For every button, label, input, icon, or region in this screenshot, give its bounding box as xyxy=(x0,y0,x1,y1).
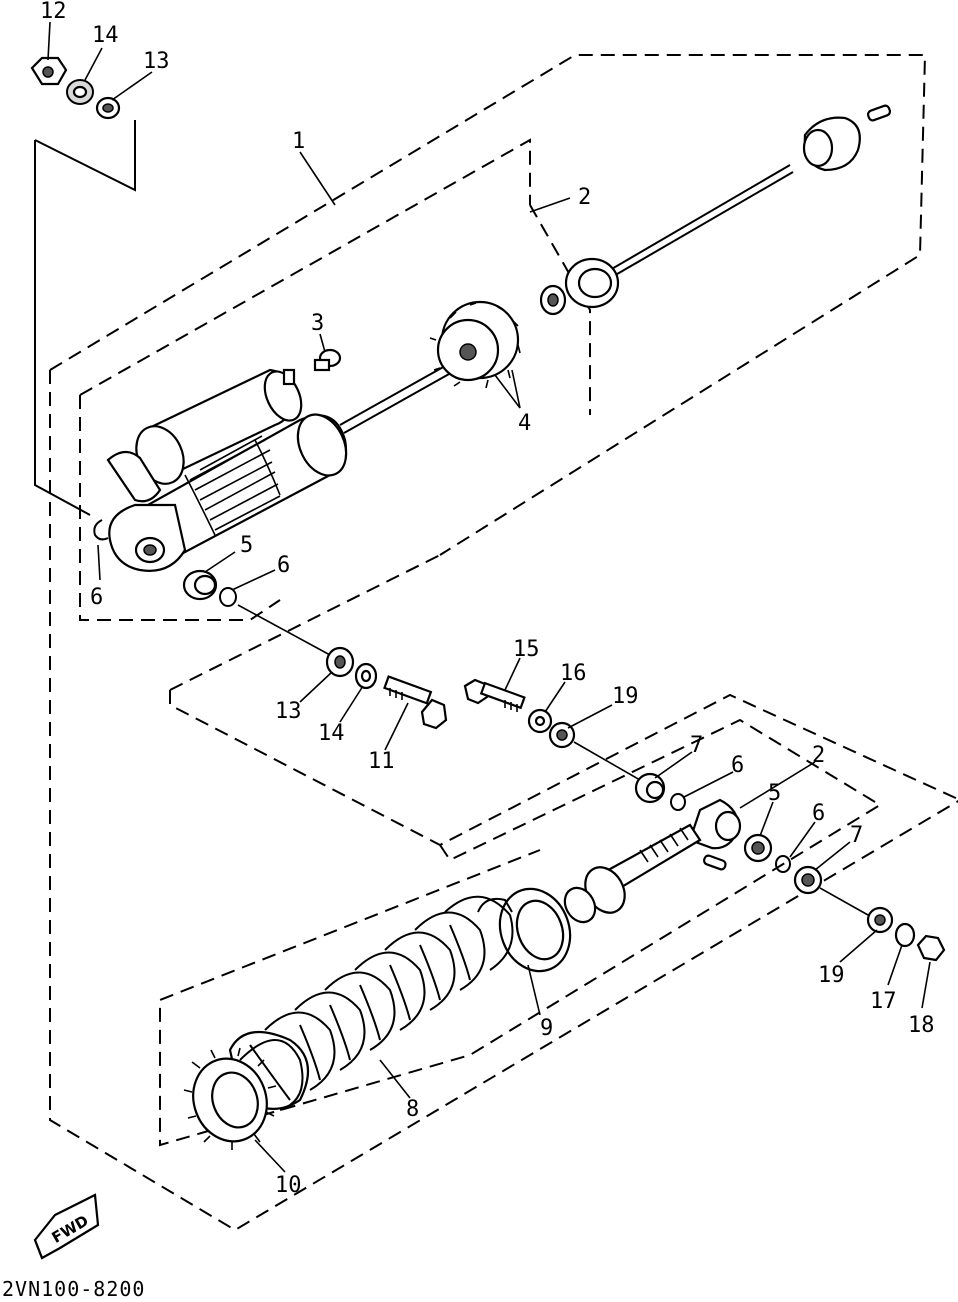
callout-3: 3 xyxy=(311,311,324,336)
callout-14: 14 xyxy=(92,23,119,48)
washer-16 xyxy=(527,708,553,734)
axis-line-right xyxy=(819,887,869,916)
callout-6: 6 xyxy=(277,553,290,578)
spring-adjusting-nuts-4 xyxy=(429,300,521,389)
callout-9: 9 xyxy=(540,1016,553,1041)
callout-19: 19 xyxy=(612,684,639,709)
callout-13: 13 xyxy=(275,699,302,724)
callout-16: 16 xyxy=(560,661,587,686)
reservoir-hose xyxy=(106,450,162,503)
bushing-5-upper xyxy=(182,569,218,601)
bolt-11 xyxy=(383,675,448,730)
circlip-6-lower-right xyxy=(775,855,791,873)
callout-7: 7 xyxy=(850,823,863,848)
callout-2: 2 xyxy=(578,185,591,210)
callout-12: 12 xyxy=(40,0,67,24)
nut-12 xyxy=(30,56,68,86)
callout-6: 6 xyxy=(731,753,744,778)
leader-lines xyxy=(47,21,931,1173)
callout-labels: 12 14 13 1 2 3 4 5 6 6 15 16 19 13 14 11… xyxy=(40,0,935,1198)
callout-11: 11 xyxy=(368,749,395,774)
callout-13: 13 xyxy=(143,49,170,74)
callout-18: 18 xyxy=(908,1013,935,1038)
callout-5: 5 xyxy=(240,533,253,558)
lower-eye xyxy=(688,798,742,850)
nut-19-lower xyxy=(866,906,894,934)
callout-4: 4 xyxy=(518,411,531,436)
assembly-outline-1 xyxy=(49,54,958,1232)
callout-2: 2 xyxy=(812,743,825,768)
bushing-7-left xyxy=(634,772,666,804)
bushing-7-right xyxy=(793,865,823,895)
circlip-6-lower-left xyxy=(670,793,686,811)
spring-seat-9 xyxy=(477,887,572,973)
callout-14: 14 xyxy=(318,721,345,746)
shock-main-cylinder xyxy=(128,413,348,562)
washer-17 xyxy=(894,922,916,948)
assembly-outline-12 xyxy=(34,120,136,516)
callout-5: 5 xyxy=(768,781,781,806)
assembly-outline-2 xyxy=(79,138,591,621)
bolt-15 xyxy=(463,678,526,712)
bushing-13 xyxy=(325,646,355,678)
bushing-5-lower xyxy=(743,833,773,863)
washer-14 xyxy=(66,79,94,105)
rod-kit-2 xyxy=(539,164,794,316)
spring-nut-10 xyxy=(183,1047,277,1150)
axis-line-middle xyxy=(573,741,641,781)
bushing-13-top xyxy=(95,96,121,120)
callout-15: 15 xyxy=(513,637,540,662)
axis-line-left xyxy=(237,604,331,656)
callout-10: 10 xyxy=(275,1173,302,1198)
fwd-arrow-icon: FWD xyxy=(33,1193,100,1260)
drawing-code: 2VN100-8200 xyxy=(2,1277,145,1301)
callout-19: 19 xyxy=(818,963,845,988)
callout-8: 8 xyxy=(406,1097,419,1122)
circlip-6-upper xyxy=(219,587,237,607)
circlip-6-left xyxy=(93,519,109,541)
lower-clevis xyxy=(108,503,187,572)
pin xyxy=(866,104,892,122)
pin-lower xyxy=(702,854,727,871)
coil-spring-8 xyxy=(228,895,514,1111)
callout-6: 6 xyxy=(90,585,103,610)
adjuster-bolt-3 xyxy=(313,348,342,372)
callout-6: 6 xyxy=(812,801,825,826)
callout-1: 1 xyxy=(292,129,305,154)
callout-17: 17 xyxy=(870,989,897,1014)
callout-7: 7 xyxy=(690,733,703,758)
bump-rubber xyxy=(802,116,861,172)
washer-14 xyxy=(354,662,378,690)
lower-shaft xyxy=(563,823,702,924)
nut-18 xyxy=(916,934,946,962)
nut-19-middle xyxy=(548,721,576,749)
